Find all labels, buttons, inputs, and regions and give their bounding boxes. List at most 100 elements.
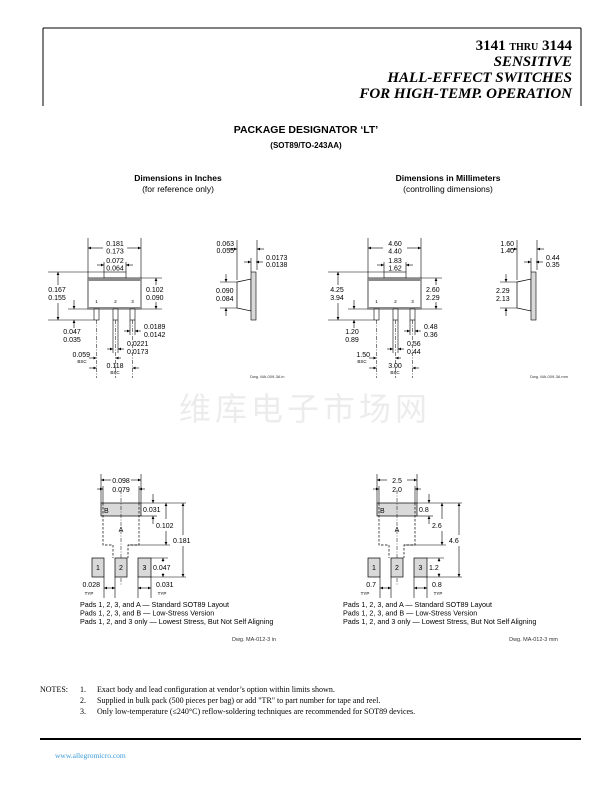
dimension-label: 0.35 bbox=[546, 262, 560, 269]
pad-b-label: B bbox=[380, 508, 385, 515]
arrowhead-icon bbox=[115, 356, 119, 360]
arrowhead-icon bbox=[161, 558, 165, 561]
dimension-label: 1.50 bbox=[356, 352, 370, 359]
arrowhead-icon bbox=[72, 320, 76, 323]
website-link[interactable]: www.allegromicro.com bbox=[55, 751, 126, 760]
arrowhead-icon bbox=[437, 574, 441, 577]
body-band bbox=[88, 278, 141, 281]
dimension-label: 0.167 bbox=[48, 287, 66, 294]
lead bbox=[392, 308, 399, 321]
dimension-label: 0.0138 bbox=[266, 262, 288, 269]
notes: NOTES: 1. Exact body and lead configurat… bbox=[40, 685, 415, 716]
part-from: 3141 bbox=[476, 38, 506, 54]
dimension-label: 2.29 bbox=[426, 295, 440, 302]
pad-legend-line: Pads 1, 2, and 3 only — Lowest Stress, B… bbox=[80, 617, 273, 626]
arrowhead-icon bbox=[93, 366, 97, 370]
arrowhead-icon bbox=[373, 356, 377, 360]
note-number: 1. bbox=[80, 685, 86, 694]
dimension-label: 0.059 bbox=[72, 352, 90, 359]
pad-legend-line: Pads 1, 2, 3, and A — Standard SOT89 Lay… bbox=[343, 600, 492, 609]
dimension-label: 1.40 bbox=[500, 248, 514, 255]
lead bbox=[373, 308, 380, 321]
pad-b-label: B bbox=[104, 508, 109, 515]
dimension-label: 2.5 bbox=[392, 478, 402, 485]
arrowhead-icon bbox=[414, 586, 417, 590]
dimension-label: 0.063 bbox=[216, 241, 234, 248]
watermark: 维库电子市场网 bbox=[179, 390, 431, 428]
notes-label: NOTES: bbox=[40, 685, 68, 694]
pad bbox=[137, 557, 152, 578]
arrowhead-icon bbox=[110, 347, 113, 351]
arrowhead-icon bbox=[151, 516, 155, 519]
arrowhead-icon bbox=[427, 500, 431, 503]
arrowhead-icon bbox=[434, 306, 438, 309]
arrowhead-icon bbox=[398, 347, 401, 351]
arrowhead-icon bbox=[434, 278, 438, 281]
arrowhead-icon bbox=[336, 317, 340, 320]
pad-a-outline bbox=[403, 503, 416, 558]
pad-legend-line: Pads 1, 2, 3, and B — Low-Stress Version bbox=[80, 609, 214, 618]
arrowhead-icon bbox=[352, 320, 356, 323]
pad-a-label: A bbox=[119, 527, 124, 534]
pin-number: 2 bbox=[394, 299, 397, 304]
arrowhead-icon bbox=[352, 306, 356, 309]
arrowhead-icon bbox=[118, 347, 121, 351]
note-text: Exact body and lead configuration at ven… bbox=[97, 685, 335, 694]
arrowhead-icon bbox=[537, 247, 540, 251]
drawing-number: Dwg. MA-009-3A mm bbox=[530, 374, 569, 379]
arrowhead-icon bbox=[407, 329, 410, 333]
arrowhead-icon bbox=[248, 260, 251, 264]
dimension-label: 3.00 bbox=[388, 363, 402, 370]
dimension-label: TYP bbox=[85, 591, 94, 596]
dimension-label: 0.031 bbox=[156, 582, 174, 589]
dimension-label: 0.44 bbox=[407, 349, 421, 356]
arrowhead-icon bbox=[336, 272, 340, 275]
dimension-label: 0.48 bbox=[424, 324, 438, 331]
note-text: Supplied in bulk pack (500 pieces per ba… bbox=[97, 696, 380, 705]
arrowhead-icon bbox=[390, 347, 393, 351]
arrowhead-icon bbox=[181, 503, 185, 506]
arrowhead-icon bbox=[164, 503, 168, 506]
dimension-label: 0.028 bbox=[82, 582, 100, 589]
title-line-4: FOR HIGH-TEMP. OPERATION bbox=[358, 86, 573, 102]
arrowhead-icon bbox=[380, 586, 383, 590]
dimension-label: 1.62 bbox=[388, 266, 402, 273]
dimension-label: 0.7 bbox=[366, 582, 376, 589]
dimension-label: 0.098 bbox=[112, 478, 130, 485]
lead bbox=[129, 308, 136, 321]
dimension-label: 1.83 bbox=[388, 258, 402, 265]
dimension-label: 0.0173 bbox=[266, 255, 288, 262]
arrowhead-icon bbox=[126, 263, 129, 267]
dimension-label: 0.072 bbox=[106, 258, 124, 265]
dimension-label: 0.0142 bbox=[144, 332, 166, 339]
dimension-label: 1.2 bbox=[429, 565, 439, 572]
title-line-3: HALL-EFFECT SWITCHES bbox=[386, 70, 572, 86]
pin-number: 2 bbox=[114, 299, 117, 304]
dimension-label: TYP bbox=[361, 591, 370, 596]
arrowhead-icon bbox=[514, 247, 517, 251]
dimension-label: 4.6 bbox=[449, 538, 459, 545]
dimension-label: 2.29 bbox=[496, 288, 510, 295]
pad bbox=[413, 557, 428, 578]
pad bbox=[390, 557, 404, 578]
lead-side bbox=[250, 271, 257, 321]
package-title: PACKAGE DESIGNATOR ‘LT’ bbox=[234, 124, 379, 136]
dimension-label: BSC bbox=[110, 370, 120, 375]
arrowhead-icon bbox=[138, 246, 141, 250]
arrowhead-icon bbox=[138, 478, 141, 482]
arrowhead-icon bbox=[536, 260, 539, 264]
dimension-label: 0.118 bbox=[107, 363, 124, 370]
arrowhead-icon bbox=[135, 329, 138, 333]
pad-legend-line: Pads 1, 2, 3, and B — Low-Stress Version bbox=[343, 609, 477, 618]
arrowhead-icon bbox=[504, 279, 508, 282]
arrowhead-icon bbox=[388, 586, 391, 590]
dimension-label: 0.055 bbox=[216, 248, 234, 255]
arrowhead-icon bbox=[148, 586, 151, 590]
arrowhead-icon bbox=[440, 503, 444, 506]
mm-note: (controlling dimensions) bbox=[403, 184, 493, 194]
arrowhead-icon bbox=[412, 366, 416, 370]
dimension-label: 0.173 bbox=[106, 249, 124, 256]
arrowhead-icon bbox=[427, 516, 431, 519]
